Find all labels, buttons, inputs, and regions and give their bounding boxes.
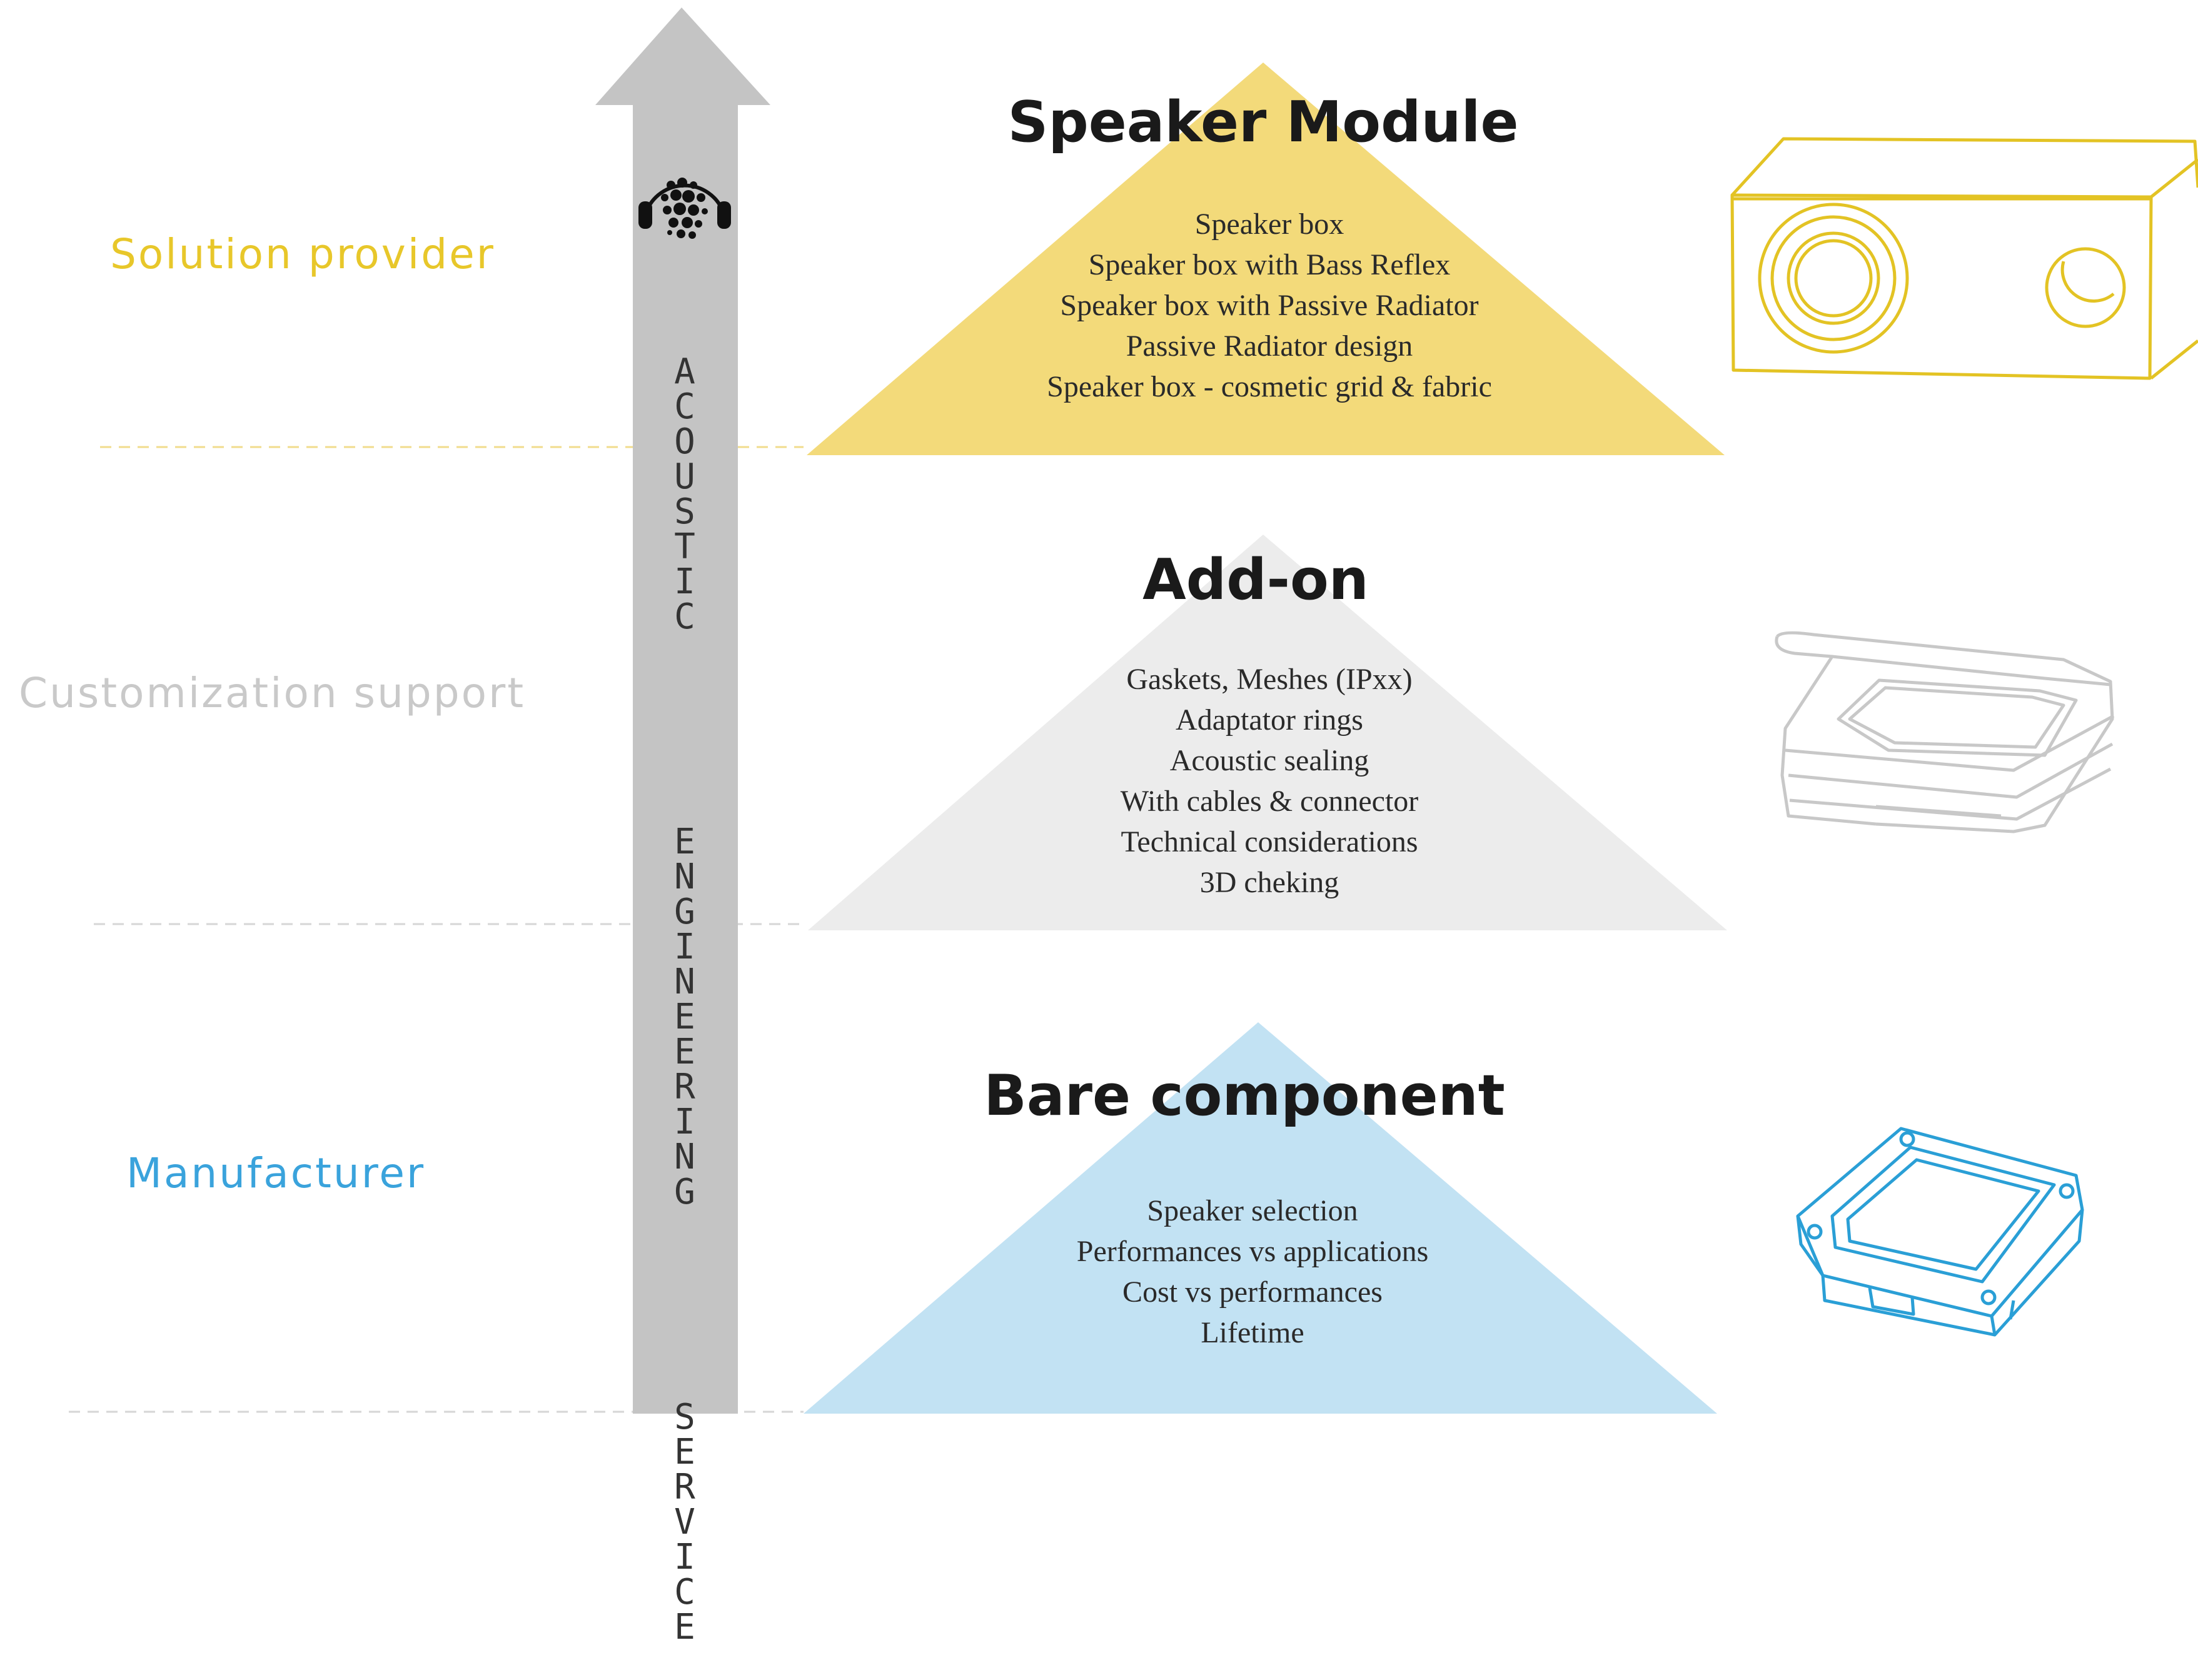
pyramid-add-on <box>808 535 1727 930</box>
diagram-canvas <box>69 8 2198 1414</box>
level-label-solution-provider: Solution provider <box>110 230 495 278</box>
list-item: Speaker box with Passive Radiator <box>1060 289 1479 322</box>
level-label-customization-support: Customization support <box>19 669 526 717</box>
pyramid-speaker-module <box>807 63 1725 455</box>
headphones-dots-logo-icon <box>638 178 731 239</box>
list-item: Adaptator rings <box>1176 703 1363 737</box>
arrow-word-acoustic: A C O U S T I C <box>674 351 695 637</box>
list-item: Technical considerations <box>1121 825 1418 858</box>
arrow-vertical-text: A C O U S T I C E N G I N E E R I N G S … <box>632 284 738 1645</box>
pyramid-title-speaker-module: Speaker Module <box>1007 89 1519 155</box>
pyramid-list-bare-component: Speaker selection Performances vs applic… <box>1077 1190 1429 1353</box>
pyramid-title-add-on: Add-on <box>1142 547 1369 613</box>
list-item: Speaker box - cosmetic grid & fabric <box>1047 370 1492 403</box>
speaker-with-gasket-icon <box>1775 631 2115 833</box>
pyramid-list-add-on: Gaskets, Meshes (IPxx) Adaptator rings A… <box>1121 659 1419 903</box>
arrow-word-engineering: E N G I N E E R I N G <box>674 822 695 1212</box>
list-item: Passive Radiator design <box>1126 329 1413 363</box>
arrow-shaft <box>633 105 738 1414</box>
pyramid-title-bare-component: Bare component <box>984 1063 1505 1129</box>
bare-speaker-icon <box>1796 1127 2084 1337</box>
list-item: Lifetime <box>1201 1316 1304 1349</box>
level-label-manufacturer: Manufacturer <box>126 1149 426 1197</box>
list-item: Acoustic sealing <box>1169 744 1369 777</box>
list-item: 3D cheking <box>1199 866 1339 899</box>
list-item: Gaskets, Meshes (IPxx) <box>1126 663 1413 696</box>
list-item: Cost vs performances <box>1122 1275 1383 1309</box>
list-item: Performances vs applications <box>1076 1235 1429 1268</box>
list-item: Speaker box <box>1194 208 1344 241</box>
speaker-box-icon <box>1730 137 2198 380</box>
list-item: Speaker box with Bass Reflex <box>1088 248 1451 281</box>
pyramid-bare-component <box>804 1022 1717 1414</box>
list-item: With cables & connector <box>1120 785 1419 818</box>
list-item: Speaker selection <box>1147 1194 1358 1227</box>
pyramid-list-speaker-module: Speaker box Speaker box with Bass Reflex… <box>1047 204 1492 407</box>
arrow-word-service: S E R V I C E <box>674 1397 695 1647</box>
arrow-head <box>595 8 770 105</box>
